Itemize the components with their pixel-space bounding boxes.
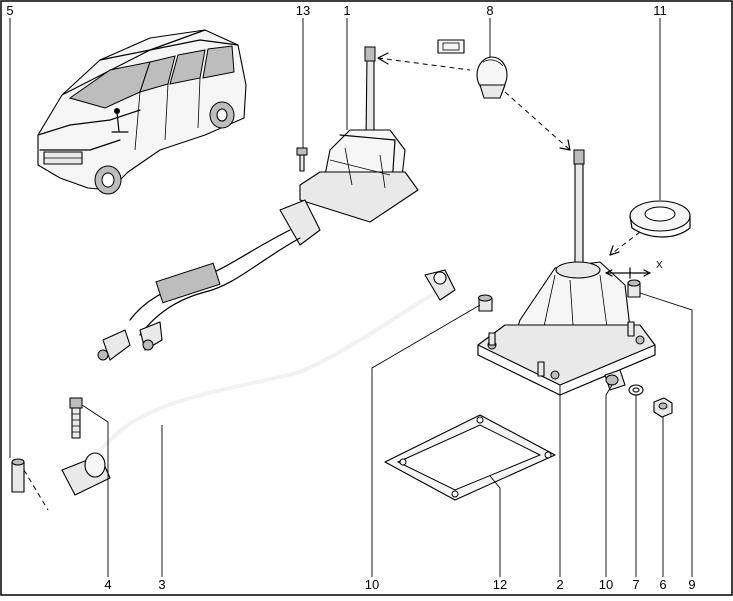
callout-8: 8 (486, 3, 493, 18)
callout-11: 11 (653, 3, 667, 18)
callout-10-left: 10 (365, 577, 379, 592)
washer-7 (628, 384, 644, 396)
bush-10-a (478, 294, 493, 312)
boot-ring (629, 200, 691, 238)
callout-1: 1 (343, 3, 350, 18)
callout-5: 5 (6, 3, 13, 18)
bush-10-b (604, 369, 626, 391)
gear-knob (476, 56, 508, 99)
callout-13: 13 (296, 3, 310, 18)
callout-7: 7 (632, 577, 639, 592)
dimension-x: X (605, 260, 663, 279)
sleeve-5 (11, 458, 49, 511)
callout-6: 6 (659, 577, 666, 592)
callout-3: 3 (158, 577, 165, 592)
callout-2: 2 (556, 577, 563, 592)
callout-9: 9 (688, 577, 695, 592)
dimension-x-label: X (656, 260, 663, 271)
bolt-4 (69, 397, 83, 439)
vehicle-illustration (37, 29, 247, 195)
knob-badge (437, 39, 465, 54)
bush-9 (627, 279, 641, 298)
gear-lever-assembly-new (477, 149, 656, 396)
callout-4: 4 (104, 577, 111, 592)
gear-lever-assembly-old (97, 46, 419, 361)
control-rod (61, 269, 456, 496)
gasket-12 (384, 414, 556, 501)
leader-lines (9, 18, 693, 577)
callout-10-right: 10 (599, 577, 613, 592)
callout-12: 12 (493, 577, 507, 592)
bolt-13 (296, 147, 308, 172)
nut-6 (653, 397, 673, 418)
